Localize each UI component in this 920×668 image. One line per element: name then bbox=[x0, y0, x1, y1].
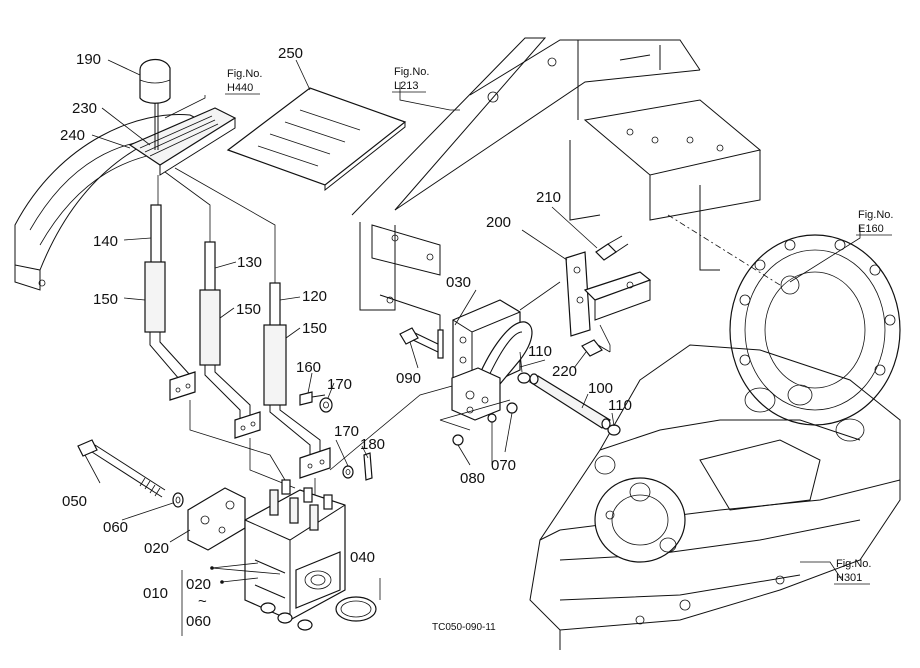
callout-210: 210 bbox=[536, 189, 561, 206]
fig-ref-h301: Fig.No. H301 bbox=[834, 558, 871, 585]
control-valve bbox=[77, 439, 381, 631]
fig-ref-h440: Fig.No. H440 bbox=[225, 68, 262, 95]
callout-060: 060 bbox=[103, 519, 128, 536]
callout-140: 140 bbox=[93, 233, 118, 250]
callout-range-tilde: ~ bbox=[198, 593, 207, 610]
callout-150-b: 150 bbox=[236, 301, 261, 318]
callout-200: 200 bbox=[486, 214, 511, 231]
callout-190: 190 bbox=[76, 51, 101, 68]
callout-110-a: 110 bbox=[528, 343, 552, 360]
figure-references: Fig.No. H440 Fig.No. L213 Fig.No. E160 F… bbox=[225, 66, 893, 585]
callout-240: 240 bbox=[60, 127, 85, 144]
levers bbox=[144, 204, 546, 500]
hardware-pins bbox=[299, 391, 373, 481]
callout-230: 230 bbox=[72, 100, 97, 117]
svg-text:Fig.No.: Fig.No. bbox=[394, 66, 429, 78]
lever-guide-assembly bbox=[14, 59, 407, 291]
callout-120: 120 bbox=[302, 288, 327, 305]
mounting-bracket bbox=[519, 235, 652, 357]
svg-text:Fig.No.: Fig.No. bbox=[836, 558, 871, 570]
callout-110-b: 110 bbox=[608, 397, 632, 414]
callout-070: 070 bbox=[491, 457, 516, 474]
transmission-housing bbox=[351, 37, 901, 650]
callout-220: 220 bbox=[552, 363, 577, 380]
callout-050: 050 bbox=[62, 493, 87, 510]
callout-040: 040 bbox=[350, 549, 375, 566]
callout-100: 100 bbox=[588, 380, 613, 397]
callout-010: 010 bbox=[143, 585, 168, 602]
callout-labels: 190 230 240 250 140 150 130 150 120 150 … bbox=[60, 45, 632, 630]
callout-170-b: 170 bbox=[334, 423, 359, 440]
svg-text:Fig.No.: Fig.No. bbox=[858, 209, 893, 221]
callout-020: 020 bbox=[144, 540, 169, 557]
svg-text:H440: H440 bbox=[227, 82, 253, 94]
leader-lines bbox=[84, 59, 861, 581]
fig-ref-e160: Fig.No. E160 bbox=[856, 209, 893, 236]
callout-130: 130 bbox=[237, 254, 262, 271]
callout-170-a: 170 bbox=[327, 376, 352, 393]
relief-valve-block bbox=[399, 299, 621, 466]
callout-020-range-start: 020 bbox=[186, 576, 211, 593]
callout-030: 030 bbox=[446, 274, 471, 291]
drawing-code: TC050-090-11 bbox=[432, 622, 496, 633]
callout-150-a: 150 bbox=[93, 291, 118, 308]
callout-180: 180 bbox=[360, 436, 385, 453]
callout-060-range-end: 060 bbox=[186, 613, 211, 630]
callout-160: 160 bbox=[296, 359, 321, 376]
callout-090: 090 bbox=[396, 370, 421, 387]
fig-ref-l213: Fig.No. L213 bbox=[392, 66, 429, 93]
callout-080: 080 bbox=[460, 470, 485, 487]
callout-250: 250 bbox=[278, 45, 303, 62]
svg-text:Fig.No.: Fig.No. bbox=[227, 68, 262, 80]
svg-text:E160: E160 bbox=[858, 223, 884, 235]
svg-text:H301: H301 bbox=[836, 572, 862, 584]
svg-text:L213: L213 bbox=[394, 80, 418, 92]
callout-150-c: 150 bbox=[302, 320, 327, 337]
